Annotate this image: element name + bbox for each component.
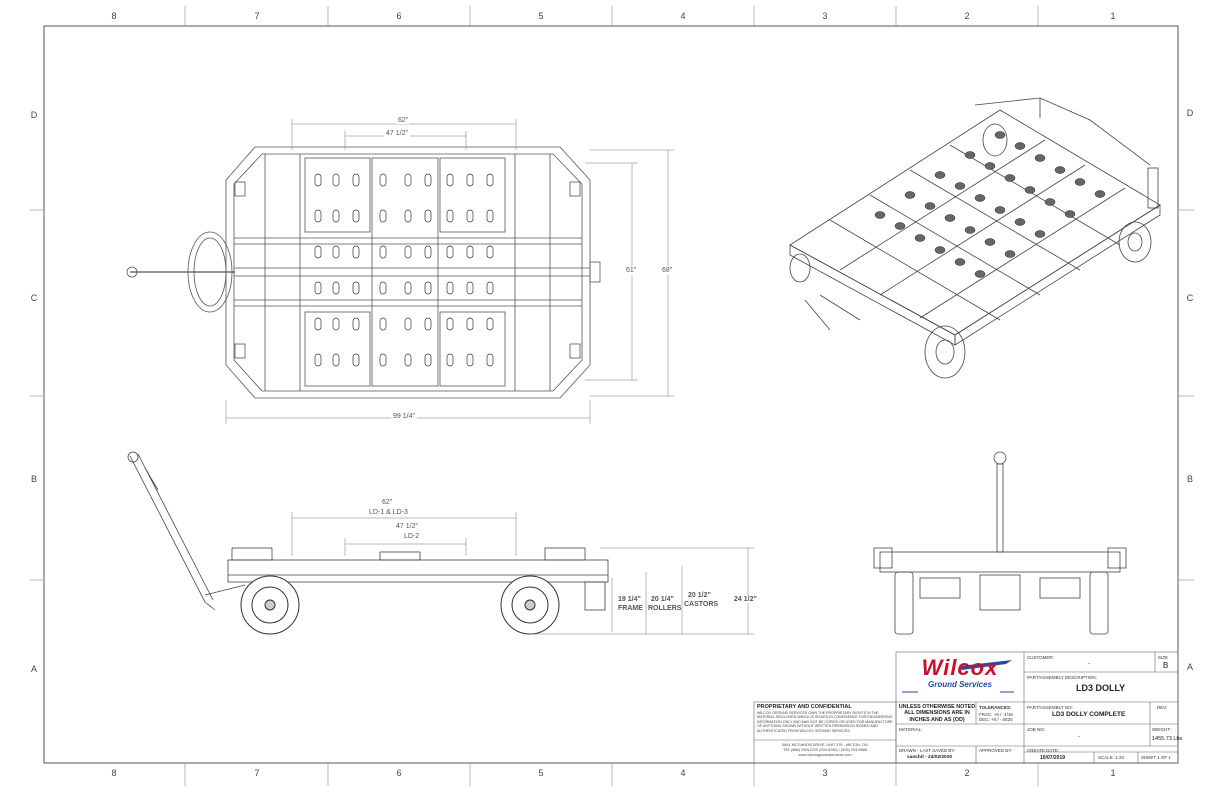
zone-top-7: 7 <box>254 11 260 21</box>
zone-bottom-1: 1 <box>1110 768 1116 778</box>
scale-label: SCALE: 1:20 <box>1098 755 1125 760</box>
rev-label: REV: <box>1157 705 1168 710</box>
end-view <box>873 451 1127 635</box>
top-dim-61: 61" <box>626 266 637 275</box>
side-view-dimensions <box>291 512 754 635</box>
zone-bottom-6: 6 <box>396 768 402 778</box>
zone-right-a: A <box>1186 662 1193 672</box>
job-no-label: JOB NO: <box>1027 727 1046 732</box>
side-dim-overall: 24 1/2" <box>734 596 757 603</box>
zone-top-6: 6 <box>396 11 402 21</box>
side-dim-castors-value: 20 1/2" <box>688 592 711 599</box>
top-dim-68: 68" <box>662 266 673 275</box>
sheet-label: SHEET 1 OF 1 <box>1141 755 1171 760</box>
sheet-border <box>43 25 1179 764</box>
address-line-1: 5841 MCGA­HON DRIVE, UNIT 376 - MILTON, … <box>782 743 868 747</box>
drawn-by-value: sanchit - 24/02/2020 <box>907 755 953 760</box>
side-dim-rollers-label: ROLLERS <box>648 605 682 612</box>
customer-label: CUSTOMER: <box>1027 655 1054 660</box>
size-label: SIZE <box>1158 655 1169 660</box>
proprietary-title: PROPRIETARY AND CONFIDENTIAL <box>757 704 852 710</box>
zone-top-5: 5 <box>538 11 544 21</box>
approved-by-label: APPROVED BY: <box>979 748 1013 753</box>
logo-name: Wilcox <box>921 655 999 680</box>
zone-bottom-4: 4 <box>680 768 686 778</box>
zone-left-b: B <box>30 474 37 484</box>
zone-bottom-2: 2 <box>964 768 970 778</box>
isometric-rollers <box>874 131 1106 278</box>
address-line-3: www.wilcoxgroundservices.com <box>798 752 852 757</box>
title-block-lines <box>753 651 1179 764</box>
zone-bottom-5: 5 <box>538 768 544 778</box>
part-no-label: PART/ASSEMBLY NO: <box>1027 705 1073 710</box>
weight-label: WEIGHT: <box>1152 727 1171 732</box>
zone-top-2: 2 <box>964 11 970 21</box>
zone-top-8: 8 <box>111 11 117 21</box>
customer-value: - <box>1088 661 1090 667</box>
side-view-wheels <box>240 575 560 635</box>
logo-subtitle: Ground Services <box>927 680 993 689</box>
zone-right-c: C <box>1186 293 1194 303</box>
side-dim-frame-label: FRAME <box>618 605 643 612</box>
job-no-value: - <box>1078 734 1080 740</box>
isometric-view <box>789 97 1161 379</box>
part-no-value: LD3 DOLLY COMPLETE <box>1052 711 1126 718</box>
top-view <box>126 146 601 399</box>
top-dim-47: 47 1/2" <box>384 130 410 137</box>
top-view-dimensions <box>225 119 674 424</box>
weight-value: 1455.73 Lbs <box>1152 736 1183 742</box>
description-value: LD3 DOLLY <box>1076 683 1126 693</box>
company-logo: Wilcox Ground Services <box>900 656 1020 690</box>
zone-left-c: C <box>30 293 38 303</box>
tolerance-frac: FRAC: +0 / -1/16 <box>979 712 1013 717</box>
side-dim-62: 62" <box>382 499 393 506</box>
zone-left-d: D <box>30 110 38 120</box>
zone-bottom-3: 3 <box>822 768 828 778</box>
address-block: 5841 MCGA­HON DRIVE, UNIT 376 - MILTON, … <box>757 743 893 757</box>
units-note: UNLESS OTHERWISE NOTED ALL DIMENSIONS AR… <box>898 704 976 723</box>
side-dim-frame-value: 19 1/4" <box>618 596 641 603</box>
zone-ticks <box>30 6 1194 786</box>
top-dim-99: 99 1/4" <box>391 413 417 420</box>
create-date-label: CREATE DATE: <box>1027 748 1060 753</box>
description-label: PART/ASSEMBLY DESCRIPTION: <box>1027 675 1097 680</box>
zone-top-1: 1 <box>1110 11 1116 21</box>
side-dim-47-note: LD-2 <box>402 533 422 540</box>
tolerances-label: TOLERANCES: <box>979 705 1012 710</box>
zone-bottom-7: 7 <box>254 768 260 778</box>
top-dim-62: 62" <box>396 117 411 124</box>
material-label: MATERIAL: <box>899 727 923 732</box>
zone-top-4: 4 <box>680 11 686 21</box>
proprietary-block: PROPRIETARY AND CONFIDENTIAL WILCOX GROU… <box>757 704 893 733</box>
zone-bottom-8: 8 <box>111 768 117 778</box>
create-date-value: 10/07/2019 <box>1040 755 1066 761</box>
side-dim-62-note: LD-1 & LD-3 <box>367 509 410 516</box>
side-dim-47: 47 1/2" <box>396 523 418 530</box>
side-view <box>127 451 609 611</box>
size-value: B <box>1163 661 1169 670</box>
zone-right-b: B <box>1186 474 1193 484</box>
zone-top-3: 3 <box>822 11 828 21</box>
top-view-rollers <box>314 173 494 367</box>
side-dim-rollers-value: 20 1/4" <box>651 596 674 603</box>
drawn-by-label: DRAWN - LAST SAVED BY: <box>899 748 956 753</box>
zone-left-a: A <box>30 664 37 674</box>
logo-mark <box>902 660 1014 693</box>
tolerance-dec: DEC: +0 / -.0625 <box>979 717 1013 722</box>
address-line-2: TEL (888) 2WILCOX (294-5269) / (905) 203… <box>783 747 867 752</box>
zone-right-d: D <box>1186 108 1194 118</box>
side-dim-castors-label: CASTORS <box>684 601 719 608</box>
proprietary-text: WILCOX GROUND SERVICES OWN THE PROPRIETA… <box>757 711 893 733</box>
